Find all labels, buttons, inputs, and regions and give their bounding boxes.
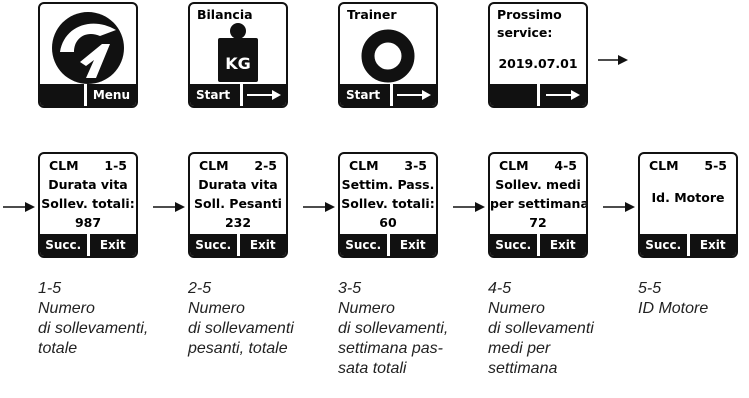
caption-line: di sollevamenti	[188, 320, 294, 337]
caption-page: 3-5	[338, 280, 362, 297]
clm-line1: Sollev. medi	[495, 177, 581, 192]
next-page-button[interactable]: Succ.	[640, 234, 687, 256]
brand-logo-icon	[52, 12, 124, 84]
next-page-button[interactable]: Succ.	[340, 234, 387, 256]
caption-page: 5-5	[638, 280, 662, 297]
logo-screen: Menu	[38, 2, 138, 108]
caption-line: di sollevamenti	[488, 320, 594, 337]
caption-4: 4-5 Numero di sollevamenti medi per sett…	[488, 279, 594, 379]
arrow-right-icon	[545, 90, 580, 100]
clm-title: CLM	[499, 158, 529, 173]
ring-icon	[361, 29, 415, 83]
caption-page: 4-5	[488, 280, 512, 297]
next-page-button[interactable]: Succ.	[490, 234, 537, 256]
clm-page: 5-5	[704, 158, 727, 173]
exit-button[interactable]: Exit	[386, 234, 436, 256]
clm-screen-5: CLM 5-5 Id. Motore Succ. Exit	[638, 152, 738, 258]
clm-line2: Sollev. totali:	[41, 196, 135, 211]
clm-line1: Id. Motore	[651, 190, 725, 205]
caption-page: 2-5	[188, 280, 212, 297]
service-title-line2: service:	[497, 25, 553, 40]
caption-1: 1-5 Numero di sollevamenti, totale	[38, 279, 148, 359]
clm-value: 232	[224, 215, 252, 230]
caption-line: totale	[38, 340, 78, 357]
clm-value: 72	[529, 215, 547, 230]
next-button[interactable]	[239, 84, 286, 106]
clm-title: CLM	[649, 158, 679, 173]
clm-line2: Sollev. totali:	[341, 196, 435, 211]
exit-button[interactable]: Exit	[86, 234, 136, 256]
scale-screen: Bilancia KG Start	[188, 2, 288, 108]
next-page-button[interactable]: Succ.	[190, 234, 237, 256]
exit-button[interactable]: Exit	[686, 234, 736, 256]
service-title-line1: Prossimo	[497, 7, 562, 22]
clm-page: 2-5	[254, 158, 277, 173]
caption-line: Numero	[38, 300, 95, 317]
clm-line1: Durata vita	[198, 177, 278, 192]
weight-label: KG	[225, 54, 251, 73]
flow-arrow-icon	[603, 202, 635, 212]
caption-line: pesanti, totale	[188, 340, 288, 357]
clm-line2: per settimana	[490, 196, 588, 211]
caption-3: 3-5 Numero di sollevamenti, settimana pa…	[338, 279, 448, 379]
flow-arrow-icon	[153, 202, 185, 212]
exit-button[interactable]: Exit	[536, 234, 586, 256]
weight-icon	[218, 23, 258, 82]
caption-line: Numero	[488, 300, 545, 317]
caption-2: 2-5 Numero di sollevamenti pesanti, tota…	[188, 279, 294, 359]
caption-line: di sollevamenti,	[38, 320, 149, 337]
caption-line: Numero	[338, 300, 395, 317]
clm-screen-2: CLM 2-5 Durata vita Soll. Pesanti 232 Suc…	[188, 152, 288, 258]
clm-title: CLM	[199, 158, 229, 173]
clm-page: 1-5	[104, 158, 127, 173]
scale-title: Bilancia	[197, 7, 253, 22]
clm-screen-4: CLM 4-5 Sollev. medi per settimana 72 Suc…	[488, 152, 588, 258]
caption-line: ID Motore	[638, 300, 709, 317]
menu-button[interactable]: Menu	[83, 84, 136, 106]
start-button[interactable]: Start	[340, 84, 390, 106]
caption-line: settimana pas-	[338, 340, 443, 357]
blank-softkey	[490, 84, 537, 106]
next-button[interactable]	[536, 84, 586, 106]
clm-title: CLM	[49, 158, 79, 173]
clm-line1: Durata vita	[48, 177, 128, 192]
trainer-title: Trainer	[347, 7, 397, 22]
clm-line2: Soll. Pesanti	[194, 196, 282, 211]
clm-line1: Settim. Pass.	[341, 177, 435, 192]
flow-arrow-icon	[453, 202, 485, 212]
clm-title: CLM	[349, 158, 379, 173]
caption-line: Numero	[188, 300, 245, 317]
caption-line: sata totali	[338, 360, 407, 377]
exit-button[interactable]: Exit	[236, 234, 286, 256]
blank-softkey	[40, 84, 84, 106]
start-button[interactable]: Start	[190, 84, 240, 106]
clm-value: 987	[74, 215, 102, 230]
service-screen: Prossimo service: 2019.07.01	[488, 2, 588, 108]
caption-5: 5-5 ID Motore	[638, 279, 708, 319]
arrow-right-icon	[397, 90, 432, 100]
next-page-button[interactable]: Succ.	[40, 234, 87, 256]
caption-page: 1-5	[38, 280, 62, 297]
clm-value: 60	[379, 215, 397, 230]
arrow-right-icon	[247, 90, 282, 100]
next-button[interactable]	[389, 84, 436, 106]
clm-page: 4-5	[554, 158, 577, 173]
caption-line: di sollevamenti,	[338, 320, 449, 337]
flow-arrow-icon	[3, 202, 35, 212]
caption-line: settimana	[488, 360, 558, 377]
clm-page: 3-5	[404, 158, 427, 173]
flow-arrow-icon	[598, 55, 628, 65]
clm-screen-1: CLM 1-5 Durata vita Sollev. totali: 987 S…	[38, 152, 138, 258]
service-date: 2019.07.01	[498, 56, 578, 71]
caption-line: medi per	[488, 340, 551, 357]
flow-arrow-icon	[303, 202, 335, 212]
trainer-screen: Trainer Start	[338, 2, 438, 108]
